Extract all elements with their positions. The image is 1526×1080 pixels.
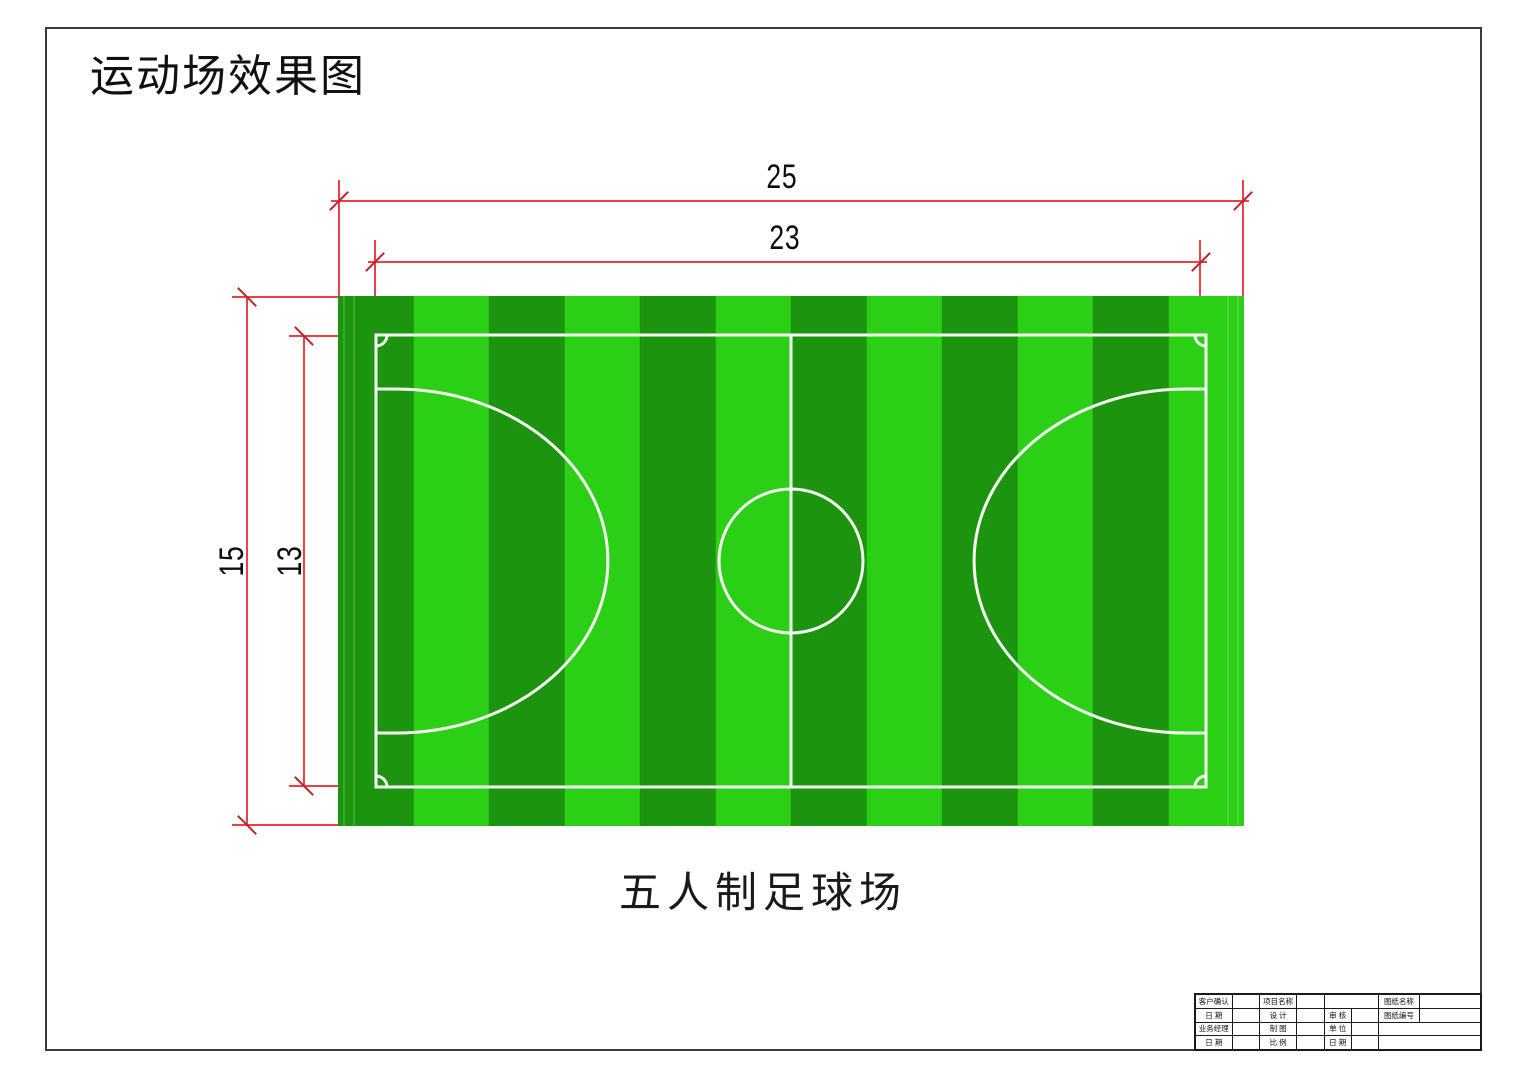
corner-arc-top-right — [1193, 333, 1208, 348]
title-block-label: 图纸编号 — [1377, 1007, 1420, 1023]
title-block-field[interactable] — [1350, 1007, 1379, 1023]
title-block-label: 日 期 — [1195, 1035, 1233, 1050]
title-block-field[interactable] — [1231, 1035, 1261, 1050]
title-block-label: 图纸名称 — [1377, 994, 1420, 1009]
center-circle — [717, 487, 865, 635]
title-block-label: 比 例 — [1259, 1035, 1297, 1050]
title-block-field[interactable] — [1295, 1021, 1325, 1037]
title-block-field[interactable] — [1231, 1021, 1261, 1037]
title-block-label: 项目名称 — [1259, 994, 1297, 1009]
corner-arc-top-left — [374, 333, 389, 348]
title-block-label: 设 计 — [1259, 1007, 1297, 1023]
title-block-field[interactable] — [1231, 994, 1261, 1009]
title-block-label: 审 核 — [1323, 1007, 1352, 1023]
title-block-field[interactable] — [1350, 1021, 1379, 1037]
title-block: 客户确认项目名称图纸名称日 期设 计审 核图纸编号业务经理制 图单 位日 期比 … — [1194, 993, 1482, 1051]
title-block-field[interactable] — [1418, 994, 1482, 1009]
title-block-label: 业务经理 — [1195, 1021, 1233, 1037]
sheet-border — [45, 27, 1482, 1051]
corner-arc-bottom-right — [1193, 774, 1208, 789]
title-block-row: 业务经理 制 图 单 位 — [1195, 1021, 1482, 1037]
title-block-row: 日 期比 例日 期 — [1195, 1035, 1482, 1050]
title-block-field[interactable] — [1377, 1021, 1482, 1037]
title-block-label: 日 期 — [1323, 1035, 1352, 1050]
title-block-field[interactable] — [1295, 1035, 1325, 1050]
title-block-label: 日 期 — [1195, 1007, 1233, 1023]
football-pitch — [338, 296, 1244, 826]
title-block-field[interactable] — [1323, 994, 1379, 1009]
dimension-value-playing-height: 13 — [270, 545, 309, 577]
pitch-graphic — [338, 296, 1244, 826]
title-block-field[interactable] — [1231, 1007, 1261, 1023]
corner-arc-bottom-left — [374, 774, 389, 789]
title-block-label: 单 位 — [1323, 1021, 1352, 1037]
title-block-field[interactable] — [1295, 994, 1325, 1009]
left-penalty-arc — [374, 387, 610, 735]
title-block-field[interactable] — [1295, 1007, 1325, 1023]
title-block-label: 客户确认 — [1195, 994, 1233, 1009]
pitch-markings — [374, 333, 1208, 789]
field-caption: 五人制足球场 — [618, 871, 907, 917]
right-penalty-arc — [972, 387, 1208, 735]
title-block-label: 制 图 — [1259, 1021, 1297, 1037]
dimension-value-playing-width: 23 — [769, 219, 801, 257]
title-block-row: 客户确认 项目名称 图纸名称 — [1195, 994, 1482, 1009]
dimension-value-overall-height: 15 — [212, 545, 251, 577]
page-title: 运动场效果图 — [90, 52, 366, 101]
title-block-field[interactable] — [1350, 1035, 1379, 1050]
title-block-field[interactable] — [1418, 1007, 1482, 1023]
title-block-table: 客户确认项目名称图纸名称日 期设 计审 核图纸编号业务经理制 图单 位日 期比 … — [1195, 994, 1482, 1050]
title-block-field[interactable] — [1377, 1035, 1482, 1050]
dimension-value-overall-width: 25 — [766, 158, 798, 196]
title-block-row: 日 期 设 计 审 核 图纸编号 — [1195, 1007, 1482, 1023]
